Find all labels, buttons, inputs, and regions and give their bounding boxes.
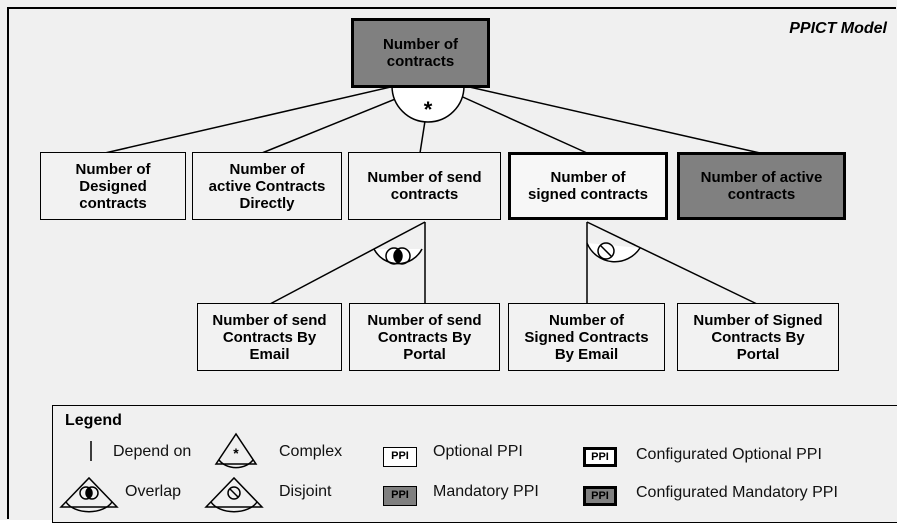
legend-configured-optional-ppi-icon: PPI: [583, 447, 617, 467]
complex-icon: [214, 432, 258, 465]
legend-overlap-label: Overlap: [125, 483, 182, 500]
legend-mandatory-ppi-icon: PPI: [383, 486, 417, 506]
link-root-designed: [104, 85, 396, 154]
legend-panel: Legend * Depend on Complex Overlap Disjo…: [52, 405, 897, 523]
node-send-contracts-by-email: Number of send Contracts By Email: [197, 303, 342, 371]
legend-disjoint-label: Disjoint: [279, 483, 332, 500]
diagram-frame: [7, 7, 896, 519]
legend-optional-ppi-label: Optional PPI: [433, 443, 523, 460]
link-root-active: [464, 85, 761, 154]
node-active-contracts-directly: Number of active Contracts Directly: [192, 152, 342, 220]
legend-depend-on-label: Depend on: [113, 443, 192, 460]
link-send-email: [269, 221, 426, 305]
node-signed-contracts-by-portal: Number of Signed Contracts By Portal: [677, 303, 839, 371]
legend-configured-mandatory-ppi-label: Configurated Mandatory PPI: [636, 484, 838, 501]
legend-mandatory-ppi-label: Mandatory PPI: [433, 483, 539, 500]
node-active-contracts: Number of active contracts: [677, 152, 846, 220]
node-signed-contracts: Number of signed contracts: [508, 152, 668, 220]
node-root-number-of-contracts: Number of contracts: [351, 18, 490, 88]
legend-configured-mandatory-ppi-icon: PPI: [583, 486, 617, 506]
link-root-signed: [444, 88, 588, 154]
disjoint-icon: [204, 476, 264, 508]
link-signed-portal: [586, 221, 758, 305]
legend-symbols: *: [59, 432, 264, 513]
node-send-contracts-by-portal: Number of send Contracts By Portal: [349, 303, 500, 371]
complex-operator-symbol: *: [424, 97, 433, 122]
node-signed-contracts-by-email: Number of Signed Contracts By Email: [508, 303, 665, 371]
complex-operator-icon: [391, 85, 465, 123]
svg-text:*: *: [233, 445, 239, 461]
link-root-active-direct: [261, 88, 421, 154]
legend-complex-label: Complex: [279, 443, 343, 460]
legend-optional-ppi-icon: PPI: [383, 447, 417, 467]
legend-configured-optional-ppi-label: Configurated Optional PPI: [636, 446, 822, 463]
node-designed-contracts: Number of Designed contracts: [40, 152, 186, 220]
node-send-contracts: Number of send contracts: [348, 152, 501, 220]
overlap-icon: [59, 476, 119, 508]
model-title: PPICT Model: [789, 20, 887, 37]
legend-title: Legend: [65, 412, 122, 429]
